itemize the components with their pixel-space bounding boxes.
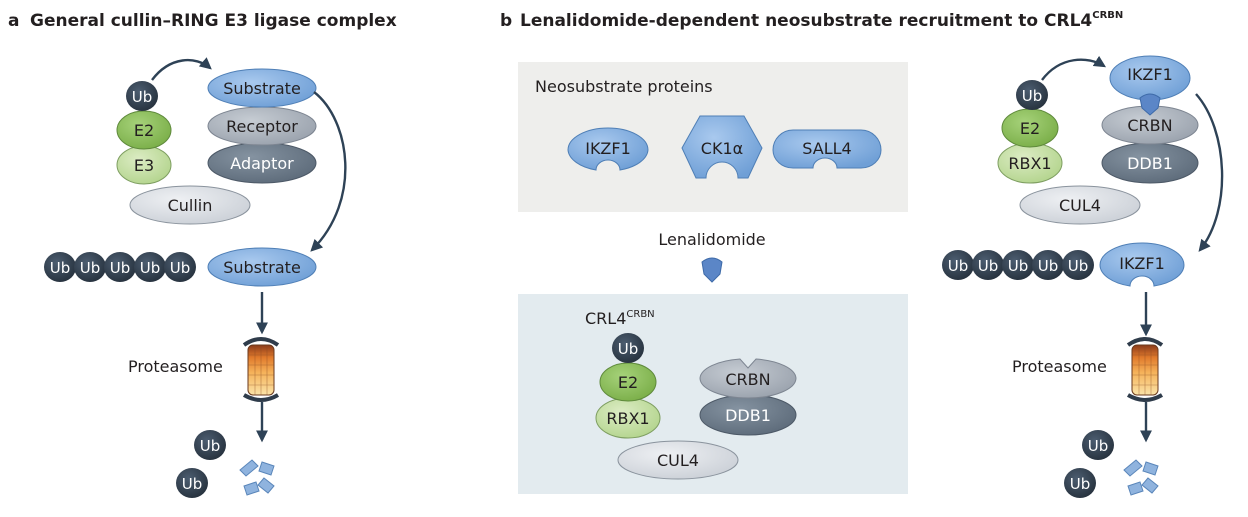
right-polyub: Ub Ub Ub Ub Ub IKZF1 — [942, 242, 1185, 287]
crl4-ddb1-label: DDB1 — [725, 406, 771, 425]
substrate-shape — [207, 68, 317, 108]
right-ddb1-label: DDB1 — [1127, 154, 1173, 173]
neo-ck1a: CK1α — [681, 115, 763, 179]
right-complex: CUL4 RBX1 E2 Ub DDB1 CRBN IKZF1 — [997, 55, 1199, 225]
e3-label: E3 — [134, 156, 154, 175]
right-ub-chain-4-label: Ub — [1038, 257, 1059, 275]
proteasome-icon — [242, 337, 280, 402]
right-ub-chain-1 — [942, 250, 974, 280]
ub-chain-3 — [104, 252, 136, 282]
e2-label: E2 — [134, 121, 154, 140]
ub-chain-1-label: Ub — [50, 259, 71, 277]
right-ub-chain-3 — [1002, 250, 1034, 280]
crl4-rbx1-label: RBX1 — [606, 409, 649, 428]
right-ub-transfer-arrow — [1041, 55, 1107, 81]
panel-a-letter: a — [8, 11, 19, 31]
lenalidomide-label: Lenalidomide — [658, 230, 765, 249]
right-ub-chain-4 — [1032, 250, 1064, 280]
right-ub-chain-5 — [1062, 250, 1094, 280]
panel-a-complex: Cullin E3 E2 Ub Adaptor Receptor Substra… — [116, 68, 317, 225]
released-ub-2-b-label: Ub — [1070, 475, 1091, 493]
right-ikzf1-tagged-shape — [1099, 242, 1185, 287]
receptor-label: Receptor — [226, 117, 298, 136]
released-ub-2-a — [176, 468, 208, 498]
right-ikzf1-label: IKZF1 — [1127, 65, 1173, 84]
neo-ck1a-label: CK1α — [701, 139, 743, 158]
crl4-box-title: CRL4CRBN — [585, 309, 655, 328]
adaptor-label: Adaptor — [230, 154, 294, 173]
right-ub-shape — [1016, 80, 1048, 110]
released-ub-2-b — [1064, 468, 1096, 498]
peptide-fragments-icon — [239, 459, 275, 496]
right-rbx1-label: RBX1 — [1008, 154, 1051, 173]
right-ub-label: Ub — [1022, 87, 1043, 105]
right-ub-chain-2-label: Ub — [978, 257, 999, 275]
right-ub-chain-5-label: Ub — [1068, 257, 1089, 275]
ub-chain-2 — [74, 252, 106, 282]
right-crbn-label: CRBN — [1127, 116, 1172, 135]
neo-ikzf1-label: IKZF1 — [585, 139, 631, 158]
released-ub-1-a-label: Ub — [200, 437, 221, 455]
cullin-label: Cullin — [168, 196, 213, 215]
crl4-complex: CUL4 RBX1 E2 Ub DDB1 CRBN — [595, 333, 797, 480]
ub-chain-4 — [134, 252, 166, 282]
substrate-label: Substrate — [223, 79, 301, 98]
crl4-box-title-main: CRL4 — [585, 309, 626, 328]
panel-b-title: Lenalidomide-dependent neosubstrate recr… — [520, 10, 1123, 31]
released-ub-1-b — [1082, 430, 1114, 460]
neo-ikzf1: IKZF1 — [567, 127, 649, 171]
crl4-ub-shape — [612, 333, 644, 363]
right-ub-chain-1-label: Ub — [948, 257, 969, 275]
crl4-crbn-label: CRBN — [725, 370, 770, 389]
ub-transfer-arrow — [151, 57, 212, 81]
cullin-shape — [129, 185, 251, 225]
ub-chain-2-label: Ub — [80, 259, 101, 277]
crl4-e2-label: E2 — [618, 373, 638, 392]
lenalidomide-icon — [701, 257, 723, 283]
neo-sall4-label: SALL4 — [802, 139, 851, 158]
ubiquitination-arrow — [310, 91, 347, 252]
right-lenalidomide-icon — [1139, 93, 1161, 116]
crl4-cul4-shape — [617, 440, 739, 480]
right-peptide-fragments-icon — [1123, 459, 1159, 496]
e2-shape — [116, 110, 172, 150]
substrate-tagged-shape — [207, 247, 317, 287]
right-ubiquitination-arrow — [1195, 93, 1224, 252]
ub-chain-4-label: Ub — [140, 259, 161, 277]
released-ub-1-a — [194, 430, 226, 460]
panel-b-title-main: Lenalidomide-dependent neosubstrate recr… — [520, 11, 1092, 31]
right-ikzf1-tagged-label: IKZF1 — [1119, 254, 1165, 273]
ub-shape — [126, 81, 158, 111]
proteasome-label-b: Proteasome — [1012, 357, 1107, 376]
substrate-tagged-label: Substrate — [223, 258, 301, 277]
crl4-crbn-shape — [699, 358, 797, 399]
released-ub-1-b-label: Ub — [1088, 437, 1109, 455]
ub-chain-5 — [164, 252, 196, 282]
right-ub-chain-3-label: Ub — [1008, 257, 1029, 275]
neo-sall4: SALL4 — [772, 129, 882, 169]
crl4-ub-label: Ub — [618, 340, 639, 358]
right-proteasome-icon — [1126, 337, 1164, 402]
panel-b-title-sup: CRBN — [1092, 10, 1123, 21]
right-ub-chain-2 — [972, 250, 1004, 280]
panel-a-title: General cullin–RING E3 ligase complex — [30, 11, 397, 31]
proteasome-label-a: Proteasome — [128, 357, 223, 376]
ub-chain-3-label: Ub — [110, 259, 131, 277]
panel-a-polyub: Ub Ub Ub Ub Ub Substrate — [44, 247, 317, 287]
crl4-cul4-label: CUL4 — [657, 451, 699, 470]
right-cul4-shape — [1019, 185, 1141, 225]
ub-chain-1 — [44, 252, 76, 282]
ub-label: Ub — [132, 88, 153, 106]
released-ub-2-a-label: Ub — [182, 475, 203, 493]
right-e2-label: E2 — [1020, 119, 1040, 138]
right-cul4-label: CUL4 — [1059, 196, 1101, 215]
neosubstrate-box-title: Neosubstrate proteins — [535, 77, 713, 96]
panel-b-letter: b — [500, 11, 512, 31]
ub-chain-5-label: Ub — [170, 259, 191, 277]
crl4-box-title-sup: CRBN — [626, 309, 654, 320]
